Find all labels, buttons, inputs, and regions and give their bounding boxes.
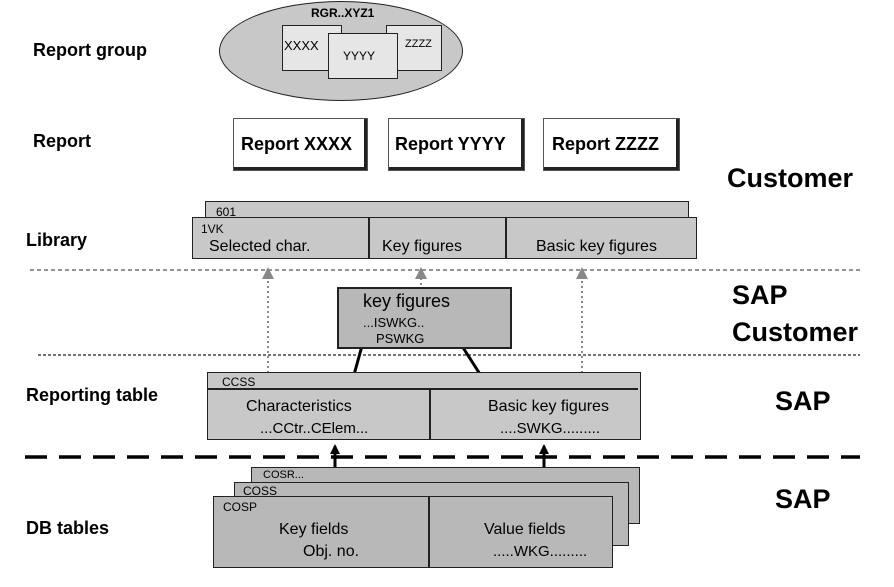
row-label-report-group: Report group xyxy=(33,40,147,60)
library-divider xyxy=(505,218,507,258)
db-table-value-fields: Value fields xyxy=(484,521,566,538)
reporting-table-name: CCSS xyxy=(222,375,256,389)
db-table-value-fields-detail: .....WKG......... xyxy=(493,543,588,560)
db-table-cosp-name: COSP xyxy=(223,500,258,514)
report-zzzz: Report ZZZZ xyxy=(543,118,680,171)
row-label-library: Library xyxy=(26,230,88,250)
db-table-cosp: COSP Key fields Obj. no. Value fields ..… xyxy=(213,496,613,568)
library-section-basic-key-figures: Basic key figures xyxy=(536,238,657,255)
db-table-key-fields-detail: Obj. no. xyxy=(303,543,360,560)
report-label: Report ZZZZ xyxy=(552,134,659,154)
reporting-table-header-line xyxy=(208,388,638,390)
library-id: 601 xyxy=(216,205,237,219)
report-group-member-label: XXXX xyxy=(284,38,319,53)
layer-label-customer: Customer xyxy=(732,317,859,347)
library-box: 1VK Selected char. Key figures Basic key… xyxy=(192,217,697,259)
key-figures-line2: PSWKG xyxy=(376,331,425,346)
library-section-key-figures: Key figures xyxy=(382,238,463,255)
layer-label-sap: SAP xyxy=(732,280,788,310)
key-figures-line1: ...ISWKG.. xyxy=(363,315,425,330)
row-label-report: Report xyxy=(33,131,91,151)
report-group-member-yyyy: YYYY xyxy=(328,33,398,79)
layer-label-customer: Customer xyxy=(727,163,854,193)
reporting-table-divider xyxy=(429,388,431,439)
row-label-db-tables: DB tables xyxy=(26,518,110,538)
report-group-member-label: YYYY xyxy=(343,49,376,63)
report-group-name: RGR..XYZ1 xyxy=(311,6,375,20)
layer-label-sap: SAP xyxy=(775,386,831,416)
library-section-selected-char: Selected char. xyxy=(209,238,311,255)
reporting-table-box: CCSS Characteristics ...CCtr..CElem... B… xyxy=(207,372,641,440)
row-label-reporting-table: Reporting table xyxy=(26,385,159,405)
report-yyyy: Report YYYY xyxy=(388,118,525,171)
report-label: Report YYYY xyxy=(395,134,506,154)
report-group-member-label: ZZZZ xyxy=(405,38,432,50)
db-table-coss-name: COSS xyxy=(243,484,278,498)
db-table-cosr-name: COSR... xyxy=(263,469,304,481)
library-divider xyxy=(368,218,370,258)
library-sub-id: 1VK xyxy=(201,222,224,236)
key-figures-title: key figures xyxy=(363,291,451,311)
reporting-table-basic-key-figures-detail: ....SWKG......... xyxy=(500,420,601,437)
reporting-table-characteristics-detail: ...CCtr..CElem... xyxy=(260,420,369,437)
reporting-table-basic-key-figures: Basic key figures xyxy=(488,398,609,415)
db-table-key-fields: Key fields xyxy=(279,521,349,538)
report-xxxx: Report XXXX xyxy=(233,118,368,171)
db-table-divider xyxy=(428,497,430,567)
reporting-table-characteristics: Characteristics xyxy=(246,398,352,415)
report-label: Report XXXX xyxy=(241,134,353,154)
layer-label-sap: SAP xyxy=(775,484,831,514)
key-figures-box: key figures ...ISWKG.. PSWKG xyxy=(337,287,512,349)
